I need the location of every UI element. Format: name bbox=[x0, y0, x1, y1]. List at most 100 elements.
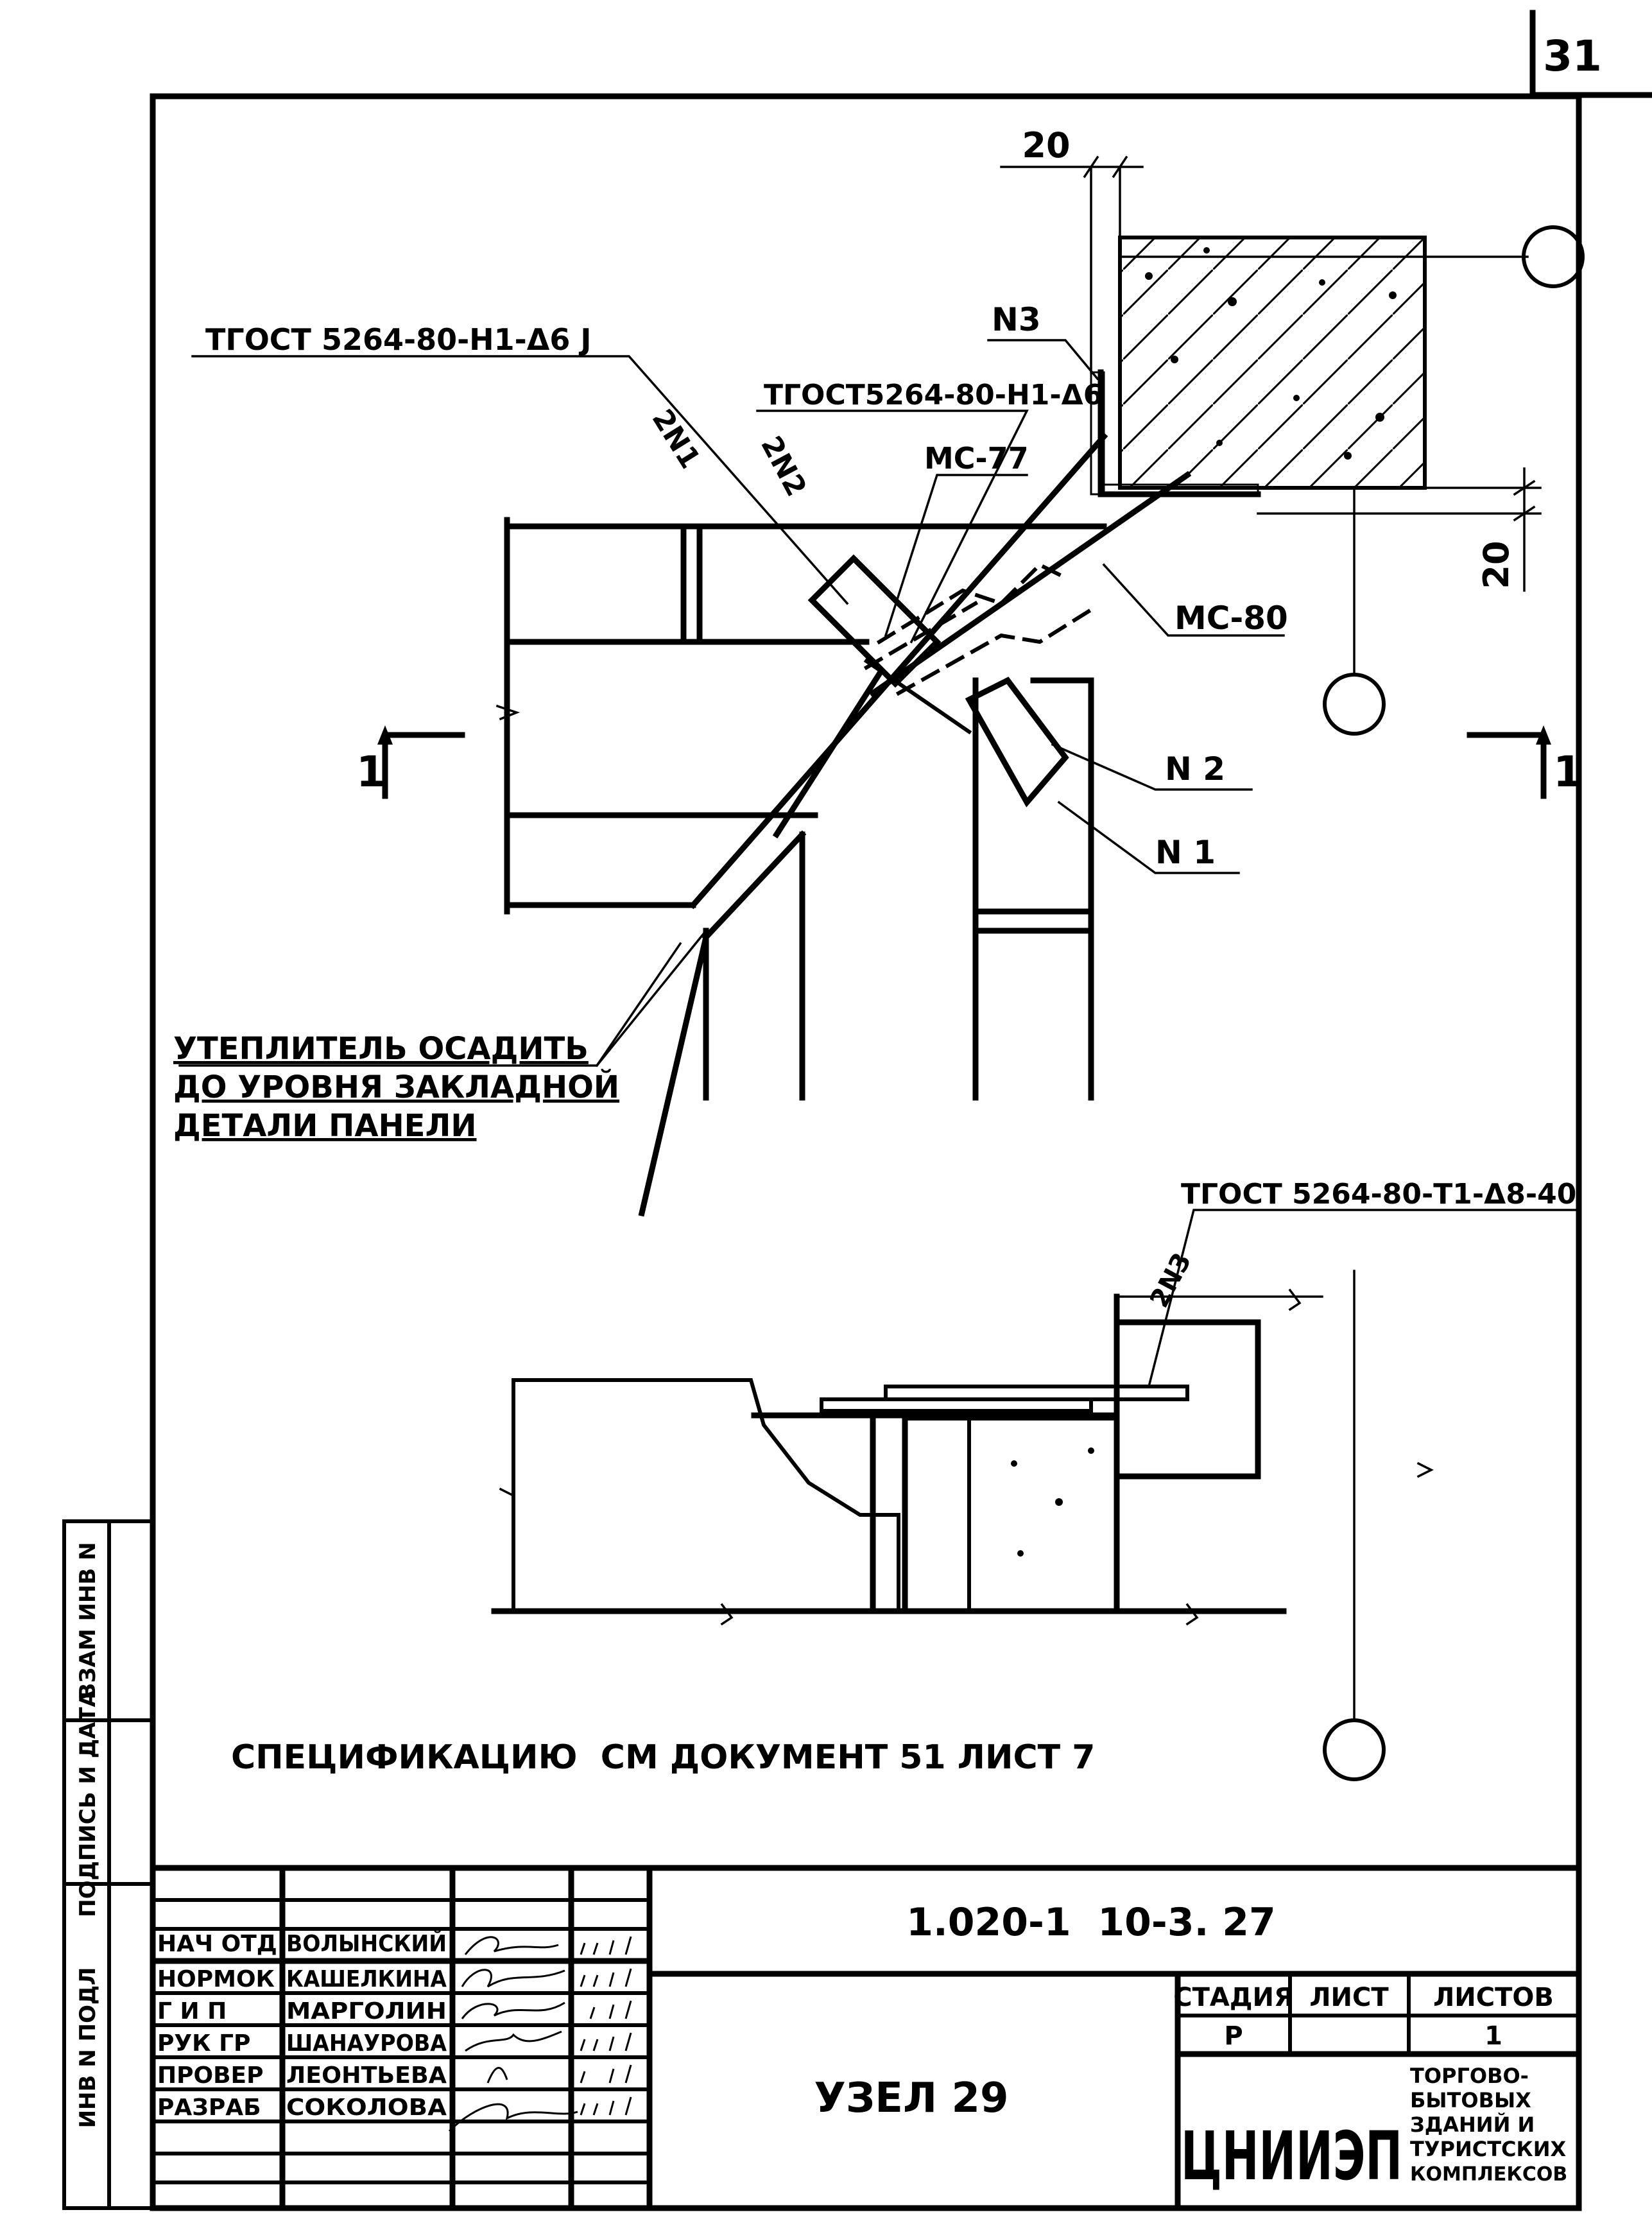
header-sheets: ЛИСТОВ bbox=[1433, 1983, 1554, 2012]
leader-n3-top bbox=[987, 339, 1099, 381]
org-desc-line-1: ТОРГОВО- bbox=[1410, 2064, 1529, 2088]
title-block: 1.020-1 10-3. 27 УЗЕЛ 29 СТАДИЯ ЛИСТ ЛИС… bbox=[150, 1865, 1582, 2211]
signatures bbox=[448, 1936, 578, 2132]
weld-symbol-a: ТГОСТ 5264-80-Н1-Δ6 Ј bbox=[205, 322, 592, 357]
signature-2 bbox=[461, 2001, 565, 2019]
document-code: 1.020-1 10-3. 27 bbox=[906, 1900, 1276, 1945]
axis-marker-middle bbox=[1323, 673, 1386, 736]
section-mark-left: 1 bbox=[356, 725, 465, 799]
date-3 bbox=[580, 2032, 632, 2051]
staff-role-0: НАЧ ОТД bbox=[157, 1931, 277, 1957]
drawing-title: УЗЕЛ 29 bbox=[814, 2075, 1008, 2122]
bottom-detail: ТГОСТ 5264-80-Т1-Δ8-40 2N3 bbox=[491, 1178, 1580, 1781]
value-sheets: 1 bbox=[1484, 2021, 1502, 2051]
taper-left bbox=[638, 933, 710, 1217]
concrete-column bbox=[1118, 236, 1427, 490]
signature-0 bbox=[464, 1936, 559, 1955]
top-detail: 20 20 bbox=[173, 125, 1585, 1217]
section-mark-right: 1 bbox=[1467, 725, 1583, 799]
plate-2n1 bbox=[807, 554, 942, 688]
section-mark-right-label: 1 bbox=[1553, 747, 1583, 797]
angle-weld-h bbox=[1103, 483, 1259, 496]
section-mark-left-label: 1 bbox=[356, 747, 386, 797]
dashed-outline-c bbox=[863, 600, 979, 671]
concrete-aggregate bbox=[1145, 247, 1397, 460]
staff-table: НАЧ ОТД ВОЛЫНСКИЙ НОРМОК КАШЕЛКИНА Г И П… bbox=[157, 1930, 447, 2121]
dashed-outline-a bbox=[876, 562, 1069, 645]
signature-3 bbox=[465, 2030, 562, 2052]
label-2n2: 2N2 bbox=[754, 431, 813, 502]
embedded-plate-short bbox=[820, 1397, 1093, 1413]
value-stage: Р bbox=[1224, 2021, 1243, 2051]
label-n1: N 1 bbox=[1155, 834, 1216, 871]
signature-4 bbox=[486, 2067, 508, 2084]
axis-marker-top-right bbox=[1522, 225, 1585, 288]
org-desc-line-3: ЗДАНИЙ И bbox=[1410, 2112, 1535, 2137]
weld-symbol-c: ТГОСТ 5264-80-Т1-Δ8-40 bbox=[1181, 1178, 1576, 1211]
dashed-outline-b bbox=[895, 607, 1094, 696]
concrete-panel bbox=[967, 1417, 1119, 1613]
note-line-3: ДЕТАЛИ ПАНЕЛИ bbox=[173, 1108, 477, 1144]
date-2 bbox=[589, 2000, 632, 2019]
leader-weld-b bbox=[756, 410, 1029, 644]
side-stamp-inv-podl: ИНВ N ПОДЛ bbox=[75, 1967, 101, 2129]
plate-n2 bbox=[965, 677, 1069, 807]
org-desc-line-2: БЫТОВЫХ bbox=[1410, 2088, 1531, 2112]
header-sheet: ЛИСТ bbox=[1309, 1983, 1389, 2012]
taper-right bbox=[772, 669, 884, 839]
staff-name-3: ШАНАУРОВА bbox=[286, 2030, 447, 2057]
staff-name-1: КАШЕЛКИНА bbox=[286, 1966, 447, 1992]
date-0 bbox=[580, 1936, 632, 1955]
specification-note: СПЕЦИФИКАЦИЮ СМ ДОКУМЕНТ 51 ЛИСТ 7 bbox=[231, 1738, 1095, 1777]
signature-1 bbox=[461, 1969, 565, 1988]
leader-weld-c bbox=[1147, 1209, 1580, 1388]
note-line-2: ДО УРОВНЯ ЗАКЛАДНОЙ bbox=[173, 1069, 619, 1105]
axis-marker-bottom bbox=[1323, 1718, 1386, 1781]
staff-role-3: РУК ГР bbox=[157, 2030, 250, 2057]
org-desc-line-4: ТУРИСТСКИХ bbox=[1410, 2137, 1566, 2161]
leader-n1 bbox=[1057, 800, 1240, 874]
org-desc-line-5: КОМПЛЕКСОВ bbox=[1410, 2163, 1567, 2186]
diagonal-edge-lower bbox=[701, 830, 807, 942]
dim-right-20: 20 bbox=[1476, 540, 1517, 589]
weld-symbol-b: ТГОСТ5264-80-Н1-Δ6 bbox=[764, 379, 1103, 411]
date-4 bbox=[580, 2064, 632, 2084]
staff-role-1: НОРМОК bbox=[157, 1966, 275, 1992]
concrete-column-hatch bbox=[1120, 237, 1425, 488]
label-2n3: 2N3 bbox=[1144, 1248, 1197, 1312]
diagonal-edge-outer bbox=[689, 432, 1108, 910]
staff-name-2: МАРГОЛИН bbox=[286, 1998, 447, 2025]
label-2n1: 2N1 bbox=[646, 404, 707, 474]
leader-mc80 bbox=[1102, 563, 1285, 637]
side-stamp-replaced-inv: ВЗАМ ИНВ N bbox=[75, 1542, 101, 1699]
date-1 bbox=[580, 1968, 632, 1987]
header-stage: СТАДИЯ bbox=[1173, 1983, 1294, 2012]
leader-note-b bbox=[595, 942, 682, 1067]
signature-5 bbox=[448, 2103, 578, 2132]
organization-description: ТОРГОВО- БЫТОВЫХ ЗДАНИЙ И ТУРИСТСКИХ КОМ… bbox=[1410, 2064, 1567, 2186]
insulation-strip bbox=[903, 1417, 971, 1613]
label-n3-top: N3 bbox=[992, 301, 1041, 338]
leader-mc77 bbox=[884, 474, 1028, 637]
staff-role-2: Г И П bbox=[157, 1998, 227, 2025]
page-number: 31 bbox=[1543, 31, 1602, 81]
staff-name-5: СОКОЛОВА bbox=[286, 2094, 447, 2121]
link-bar bbox=[863, 658, 972, 735]
leader-weld-a bbox=[191, 355, 849, 605]
drawing-frame bbox=[150, 93, 1582, 2211]
date-marks bbox=[580, 1936, 632, 2116]
label-mc77: МС-77 bbox=[924, 441, 1029, 476]
side-stamp-signature-date: ПОДПИСЬ И ДАТА bbox=[75, 1689, 101, 1917]
dim-top-20: 20 bbox=[1022, 125, 1070, 166]
staff-name-4: ЛЕОНТЬЕВА bbox=[286, 2062, 447, 2089]
column-channel bbox=[1114, 1319, 1261, 1480]
note-line-1: УТЕПЛИТЕЛЬ ОСАДИТЬ bbox=[173, 1031, 589, 1067]
date-5 bbox=[580, 2096, 632, 2116]
organization-name: ЦНИИЭП bbox=[1181, 2117, 1402, 2195]
leader-n2 bbox=[1051, 743, 1253, 791]
label-mc80: МС-80 bbox=[1174, 600, 1288, 637]
staff-role-4: ПРОВЕР bbox=[157, 2062, 264, 2089]
staff-role-5: РАЗРАБ bbox=[157, 2094, 261, 2121]
side-stamp: ИНВ N ПОДЛ ПОДПИСЬ И ДАТА ВЗАМ ИНВ N bbox=[62, 1519, 155, 2210]
